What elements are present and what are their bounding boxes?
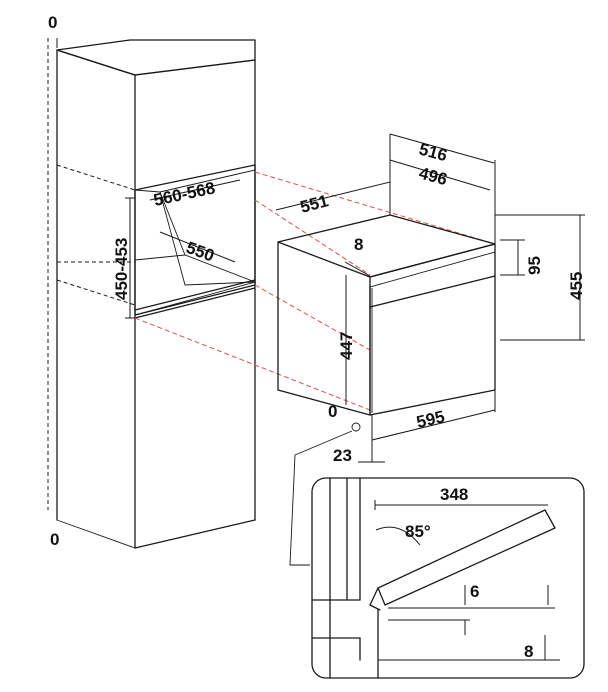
height-447-label: 447 (337, 332, 356, 360)
oven-control-panel (369, 243, 496, 288)
detail-8-label: 8 (524, 642, 533, 661)
niche-depth-label: 550 (184, 238, 217, 266)
door-angle-label: 85° (405, 522, 431, 541)
panel-95-label: 95 (525, 256, 544, 275)
door-detail (311, 477, 585, 679)
front-offset-label: 8 (354, 235, 363, 254)
door-348-label: 348 (440, 485, 468, 504)
tall-cabinet (47, 38, 257, 549)
detail-6-label: 6 (470, 582, 479, 601)
bottom-zero-label: 0 (50, 530, 59, 549)
gap-23-label: 23 (333, 446, 352, 465)
niche-floor (134, 254, 257, 316)
dimension-lines (125, 133, 585, 566)
niche-width-label: 560-568 (152, 178, 217, 210)
door-panel (377, 509, 556, 606)
oven-zero-label: 0 (328, 402, 337, 421)
oven (277, 214, 496, 416)
width-595-label: 595 (415, 407, 447, 432)
dimension-labels: 0 0 560-568 550 450-453 551 516 496 8 95… (48, 13, 586, 661)
depth-551-label: 551 (298, 191, 330, 217)
top-zero-label: 0 (48, 13, 57, 32)
depth-516-label: 516 (417, 140, 449, 166)
detail-marker (351, 422, 361, 432)
depth-496-label: 496 (417, 164, 449, 190)
height-455-label: 455 (567, 272, 586, 300)
niche-height-label: 450-453 (112, 238, 131, 300)
projection-lines (134, 171, 496, 411)
